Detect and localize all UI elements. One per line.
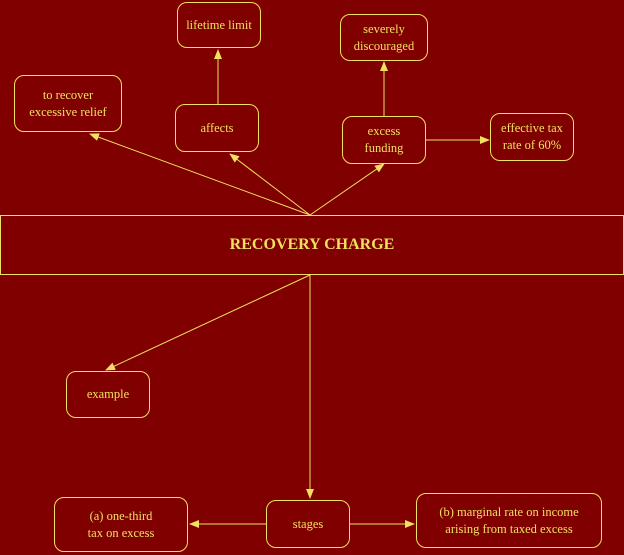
node-excess-funding: excess funding [342, 116, 426, 164]
node-effective-tax-rate: effective tax rate of 60% [490, 113, 574, 161]
node-example: example [66, 371, 150, 418]
node-severely-discouraged: severely discouraged [340, 14, 428, 61]
arrow-to-excess [309, 163, 385, 216]
arrow-to-recover [89, 133, 311, 216]
node-marginal-rate: (b) marginal rate on income arising from… [416, 493, 602, 548]
node-affects: affects [175, 104, 259, 152]
node-one-third-tax: (a) one-third tax on excess [54, 497, 188, 552]
node-stages: stages [266, 500, 350, 548]
node-recover: to recover excessive relief [14, 75, 122, 132]
arrow-to-affects [229, 153, 311, 216]
node-lifetime-limit: lifetime limit [177, 2, 261, 48]
recovery-charge-box: RECOVERY CHARGE [0, 215, 624, 275]
arrow-to-example [105, 274, 311, 371]
